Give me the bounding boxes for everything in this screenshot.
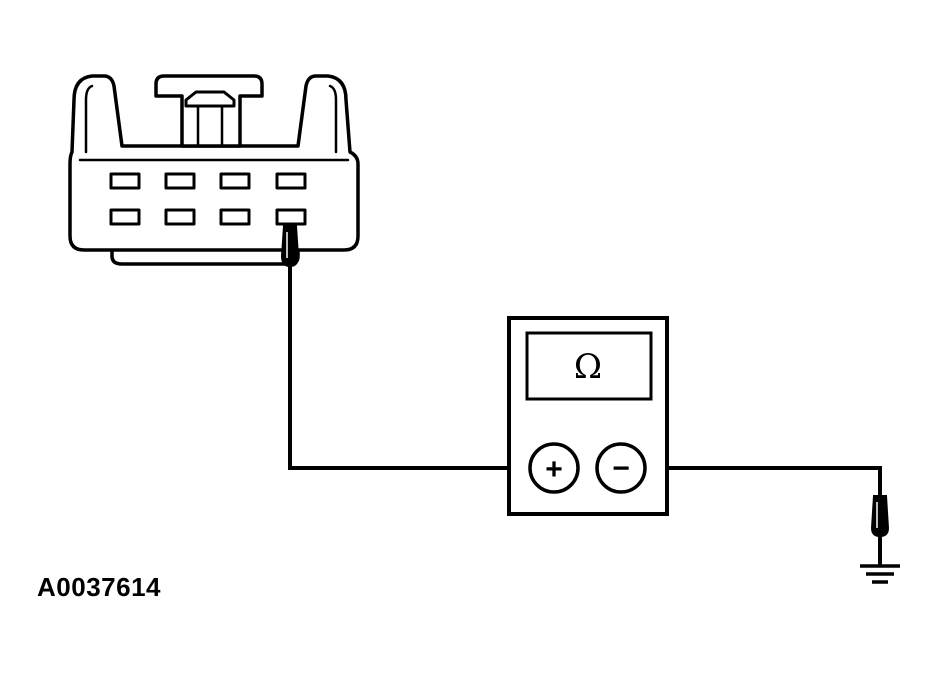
positive-terminal-symbol: + — [545, 453, 563, 486]
ohmmeter-display — [525, 331, 653, 401]
probe-positive — [280, 225, 300, 268]
connector-body — [68, 74, 360, 252]
negative-terminal-symbol: − — [612, 452, 630, 485]
probe-negative — [870, 495, 890, 566]
pin-cavity — [164, 172, 196, 190]
connector — [68, 74, 360, 266]
connector-latch — [154, 74, 264, 148]
negative-terminal — [595, 442, 647, 494]
pin-cavity — [275, 172, 307, 190]
pin-cavity — [219, 172, 251, 190]
pin-cavity — [109, 208, 141, 226]
test-lead-positive — [288, 264, 530, 470]
figure-reference-code: A0037614 — [37, 572, 161, 602]
connector-latch-tab — [184, 90, 236, 108]
connector-shoulder-left — [84, 84, 94, 154]
ohm-symbol: Ω — [574, 347, 602, 387]
ohmmeter: Ω + − — [507, 316, 669, 516]
test-lead-negative — [643, 466, 882, 496]
connector-shoulder-right — [328, 84, 338, 154]
pin-cavity — [109, 172, 141, 190]
pin-cavity-tested — [275, 208, 307, 226]
positive-terminal — [528, 442, 580, 494]
pin-cavity — [219, 208, 251, 226]
pin-cavity — [164, 208, 196, 226]
ground-icon — [860, 564, 900, 584]
